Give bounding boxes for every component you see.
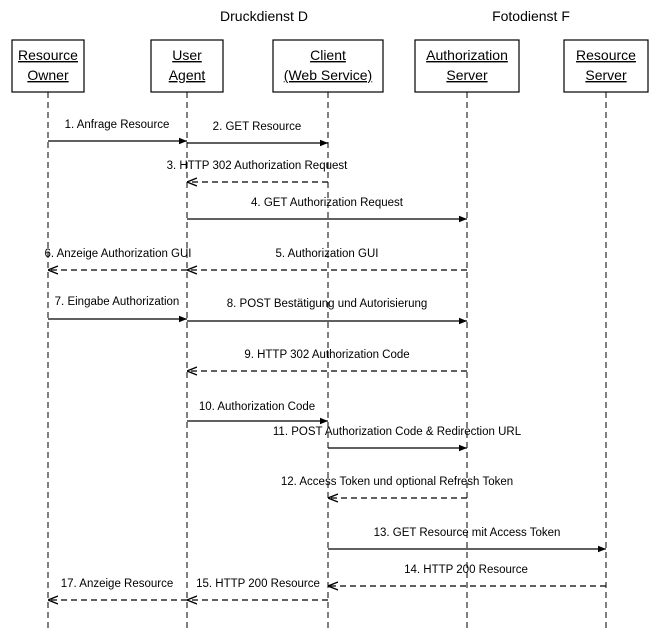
message-m6: 6. Anzeige Authorization GUI <box>44 248 192 270</box>
message-m15: 15. HTTP 200 Resource <box>187 578 328 600</box>
participant-box <box>11 39 85 93</box>
message-m10: 10. Authorization Code <box>187 401 328 425</box>
message-m8: 8. POST Bestätigung und Autorisierung <box>187 298 467 325</box>
participant-client: Client (Web Service) <box>272 39 384 93</box>
message-m9: 9. HTTP 302 Authorization Code <box>187 349 467 371</box>
message-m14: 14. HTTP 200 Resource <box>328 564 606 586</box>
participant-label: Resource <box>576 47 636 63</box>
participant-label: Resource <box>18 47 78 63</box>
message-m2: 2. GET Resource <box>187 121 328 147</box>
message-m1: 1. Anfrage Resource <box>48 119 187 145</box>
messages: 1. Anfrage Resource 2. GET Resource 3. HTT… <box>44 119 606 600</box>
participant-label: Client <box>310 47 346 63</box>
message-label: 3. HTTP 302 Authorization Request <box>167 160 349 172</box>
message-label: 1. Anfrage Resource <box>65 119 170 131</box>
participant-label: Server <box>585 67 627 83</box>
message-label: 13. GET Resource mit Access Token <box>374 527 561 539</box>
message-label: 12. Access Token und optional Refresh To… <box>281 476 513 488</box>
message-label: 10. Authorization Code <box>199 401 315 413</box>
message-m7: 7. Eingabe Authorization <box>48 296 187 323</box>
group-label-fotodienst: Fotodienst F <box>492 8 570 24</box>
message-m12: 12. Access Token und optional Refresh To… <box>281 476 513 498</box>
message-label: 8. POST Bestätigung und Autorisierung <box>227 298 428 310</box>
participant-box <box>414 39 520 93</box>
participant-box <box>150 39 224 93</box>
message-label: 2. GET Resource <box>213 121 302 133</box>
participant-label: Authorization <box>426 47 508 63</box>
message-label: 14. HTTP 200 Resource <box>404 564 528 576</box>
message-m5: 5. Authorization GUI <box>187 248 467 270</box>
participant-box <box>563 39 649 93</box>
message-m17: 17. Anzeige Resource <box>48 578 187 600</box>
message-m11: 11. POST Authorization Code & Redirectio… <box>273 426 522 452</box>
message-label: 11. POST Authorization Code & Redirectio… <box>273 426 522 438</box>
participant-box <box>272 39 384 93</box>
participant-label: Agent <box>169 67 206 83</box>
message-m3: 3. HTTP 302 Authorization Request <box>167 160 349 182</box>
message-m13: 13. GET Resource mit Access Token <box>328 527 606 553</box>
group-label-druckdienst: Druckdienst D <box>220 8 308 24</box>
message-label: 15. HTTP 200 Resource <box>196 578 320 590</box>
message-label: 6. Anzeige Authorization GUI <box>44 248 191 260</box>
message-m4: 4. GET Authorization Request <box>187 197 467 223</box>
message-label: 17. Anzeige Resource <box>61 578 174 590</box>
participant-label: (Web Service) <box>284 67 372 83</box>
participant-label: Server <box>446 67 488 83</box>
participant-label: Owner <box>27 67 69 83</box>
message-label: 5. Authorization GUI <box>276 248 379 260</box>
message-label: 4. GET Authorization Request <box>251 197 404 209</box>
message-label: 7. Eingabe Authorization <box>55 296 180 308</box>
message-label: 9. HTTP 302 Authorization Code <box>244 349 409 361</box>
participant-label: User <box>172 47 202 63</box>
